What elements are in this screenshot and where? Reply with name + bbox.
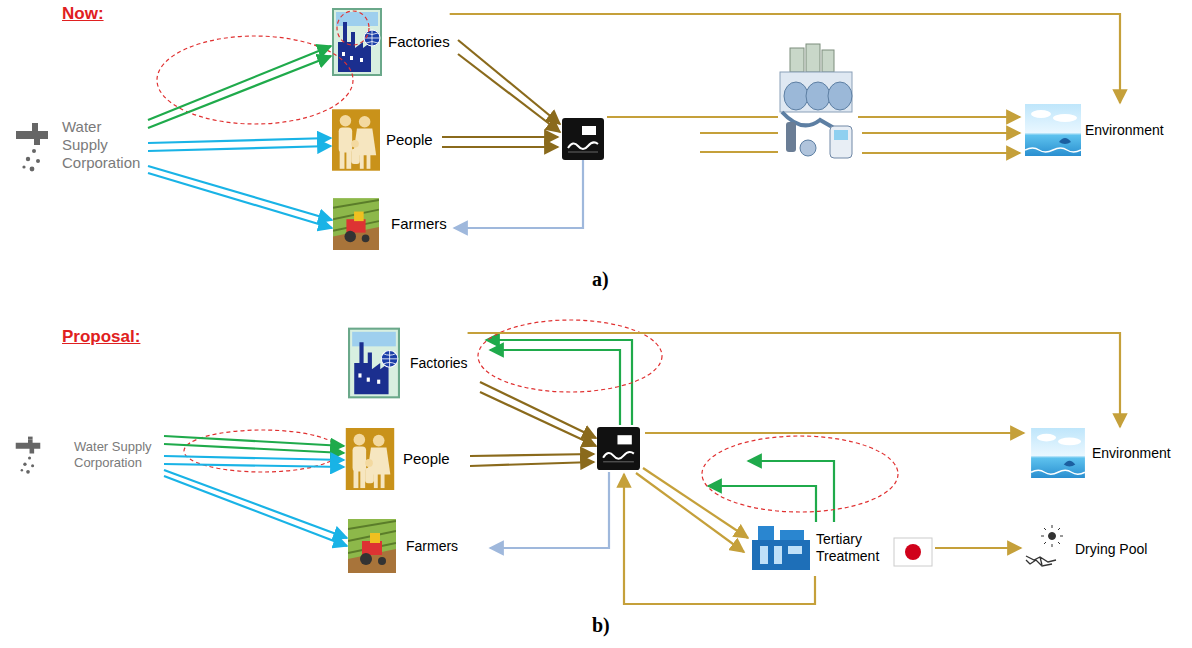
icon-node: Environment — [1030, 428, 1171, 478]
icon-node: Factories — [348, 327, 468, 399]
highlight-ellipse — [184, 320, 898, 512]
icon-node: Drying Pool — [1022, 528, 1147, 570]
node-label: Tertiary Treatment — [816, 531, 888, 565]
icon-node: People — [332, 108, 433, 172]
node-label: People — [403, 450, 450, 468]
text-column: Farmers — [406, 538, 458, 555]
icon-slot — [10, 115, 54, 175]
node-label: Factories — [388, 33, 450, 51]
icon-node: Water Supply Corporation — [8, 432, 164, 478]
icon-slot — [345, 428, 395, 490]
icon-slot — [332, 108, 380, 172]
icon-node: Farmers — [333, 196, 447, 252]
panel-letter: a) — [592, 268, 609, 291]
flow-arrow — [148, 56, 331, 128]
text-column: People — [403, 450, 450, 468]
flow-lines — [470, 340, 1024, 604]
flow-arrow — [164, 476, 347, 546]
flow-arrow — [468, 333, 1120, 427]
flow-arrow — [148, 166, 332, 220]
flow-arrow — [148, 146, 331, 151]
icon-slot — [1030, 428, 1086, 478]
text-column: People — [386, 131, 433, 149]
flow-arrow — [148, 173, 332, 228]
flow-arrow — [935, 547, 1021, 549]
highlight-ellipse — [157, 11, 369, 124]
icon-slot — [332, 8, 382, 76]
text-column: Drying Pool — [1075, 541, 1147, 558]
flow-arrow — [148, 46, 331, 120]
icon-slot — [8, 432, 48, 478]
icon-slot — [1022, 528, 1067, 570]
flow-lines — [442, 40, 1020, 228]
icon-slot — [752, 523, 810, 573]
icon-node: Water Supply Corporation — [10, 115, 148, 175]
text-column: Environment — [1085, 122, 1164, 139]
text-column: Environment — [1092, 445, 1171, 462]
node-label: Environment — [1092, 445, 1171, 462]
text-column: Tertiary Treatment — [816, 531, 888, 565]
node-label: Farmers — [391, 215, 447, 233]
icon-node: People — [345, 428, 450, 490]
flow-arrow — [164, 470, 347, 538]
text-column: Farmers — [391, 215, 447, 233]
node-label: Drying Pool — [1075, 541, 1147, 558]
drying-pool — [1026, 525, 1063, 566]
node-label: Factories — [410, 355, 468, 372]
node-label: People — [386, 131, 433, 149]
icon-node: Environment — [1025, 104, 1164, 156]
icon-slot — [348, 519, 396, 573]
node-label: Water Supply Corporation — [74, 439, 164, 470]
treatment-plant — [780, 44, 852, 158]
icon-node: Tertiary Treatment — [752, 523, 935, 573]
panel-letter: b) — [592, 614, 610, 637]
flow-arrow — [164, 444, 344, 453]
flow-arrow — [148, 138, 331, 143]
text-column: Factories — [388, 33, 450, 51]
flow-arrow — [164, 456, 344, 460]
node-label: Water Supply Corporation — [62, 118, 148, 172]
japan-flag — [894, 538, 932, 566]
node-label: Environment — [1085, 122, 1164, 139]
icon-node: Farmers — [348, 519, 458, 573]
panel-heading: Proposal: — [62, 327, 140, 347]
text-column: Water Supply Corporation — [74, 439, 164, 470]
text-column: Water Supply Corporation — [62, 118, 148, 172]
icon-slot — [1025, 104, 1081, 156]
icon-slot — [333, 196, 379, 252]
tertiary-plant — [752, 526, 810, 570]
text-column: Factories — [410, 355, 468, 372]
node-label: Farmers — [406, 538, 458, 555]
icon-node: Factories — [332, 8, 450, 76]
flow-arrow — [164, 464, 344, 467]
flow-arrow — [450, 14, 1120, 103]
panel-heading: Now: — [62, 4, 104, 24]
icon-slot — [348, 327, 400, 399]
